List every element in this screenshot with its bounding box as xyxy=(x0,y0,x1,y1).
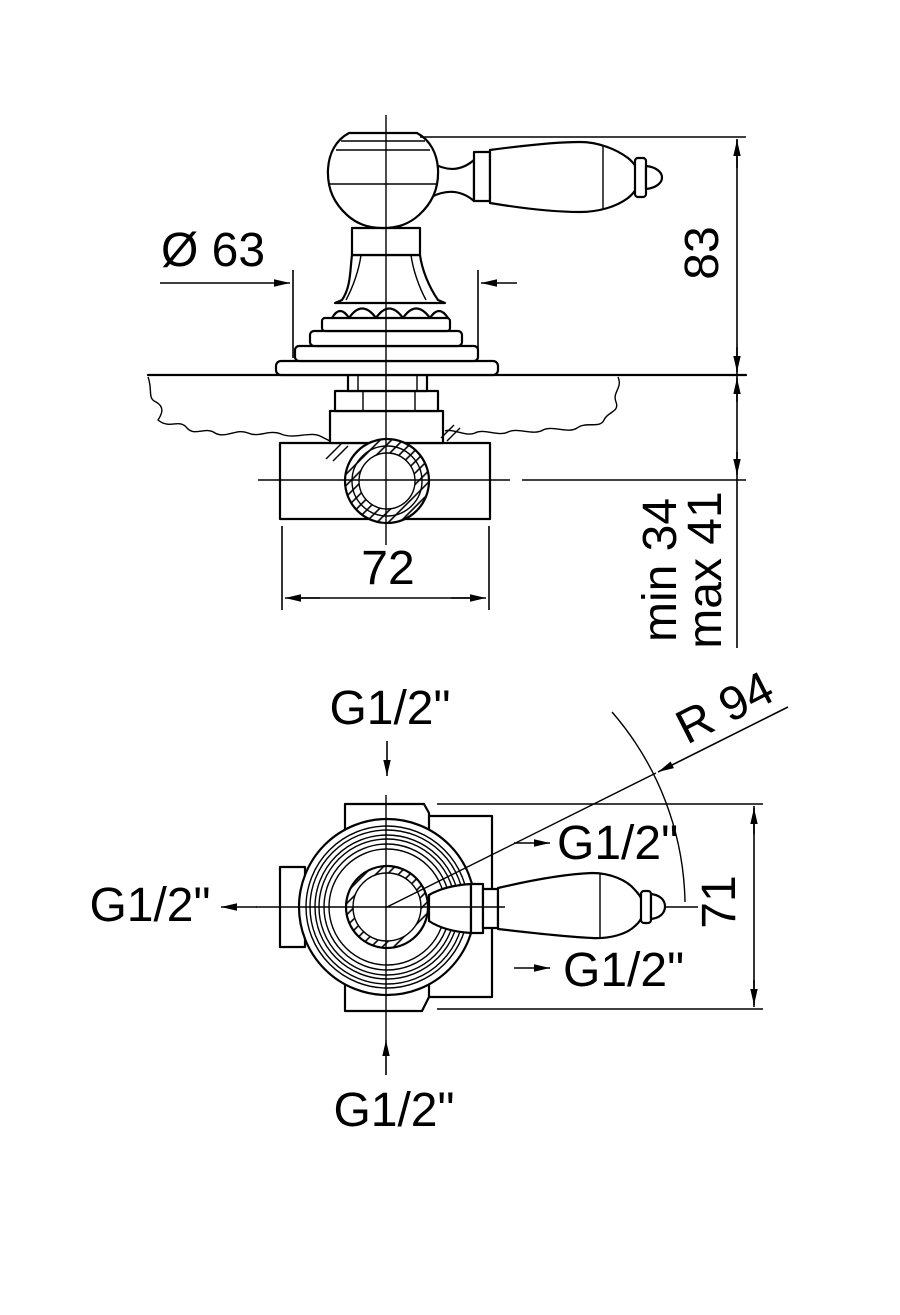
valve-body-side xyxy=(278,373,492,525)
escutcheon-scallops xyxy=(330,307,450,320)
port-g12-bottom-label: G1/2" xyxy=(333,1084,454,1137)
lever-finial-cap-side xyxy=(644,164,664,191)
dim-height-83-label: 83 xyxy=(676,226,729,279)
centerlines-side xyxy=(258,115,746,545)
port-g12-top-label: G1/2" xyxy=(329,682,450,735)
escutcheon-and-handle xyxy=(274,131,664,377)
dim-diameter-label: Ø 63 xyxy=(161,224,265,277)
lever-handle-side xyxy=(429,140,664,214)
escutcheon-bell xyxy=(333,253,447,305)
handle-ball-side xyxy=(326,131,440,230)
port-g12-left-label: G1/2" xyxy=(89,879,210,932)
lever-handle-front xyxy=(427,871,667,940)
centerlines-front xyxy=(256,795,698,1040)
labels: Ø 63 83 72 min 34 max 41 G1/2" G1/2" G1/… xyxy=(89,224,782,1137)
dim-radius-r94-label: R 94 xyxy=(668,662,782,755)
swing-radius-annotation xyxy=(386,706,789,908)
port-arrows xyxy=(221,741,550,1075)
side-port-section xyxy=(343,437,431,525)
side-view xyxy=(146,115,748,648)
dim-depth-max-label: max 41 xyxy=(679,491,732,648)
lever-finial-band-front xyxy=(639,889,653,925)
port-g12-right-upper-label: G1/2" xyxy=(557,817,678,870)
dim-width-72-label: 72 xyxy=(361,542,414,595)
wall-torn-edge-left xyxy=(147,376,333,443)
dim-height-71-label: 71 xyxy=(693,875,746,928)
lever-finial-cap-front xyxy=(649,892,667,921)
front-view xyxy=(221,706,789,1075)
escutcheon-flange xyxy=(274,359,500,377)
dimensions-side xyxy=(160,136,746,648)
dim-depth-min-label: min 34 xyxy=(634,498,687,642)
break-hatch-ticks xyxy=(325,424,461,462)
lever-finial-band-side xyxy=(633,156,648,199)
dimensions-front xyxy=(221,741,763,1075)
wall-torn-edge-right xyxy=(444,376,620,435)
port-g12-right-lower-label: G1/2" xyxy=(563,944,684,997)
